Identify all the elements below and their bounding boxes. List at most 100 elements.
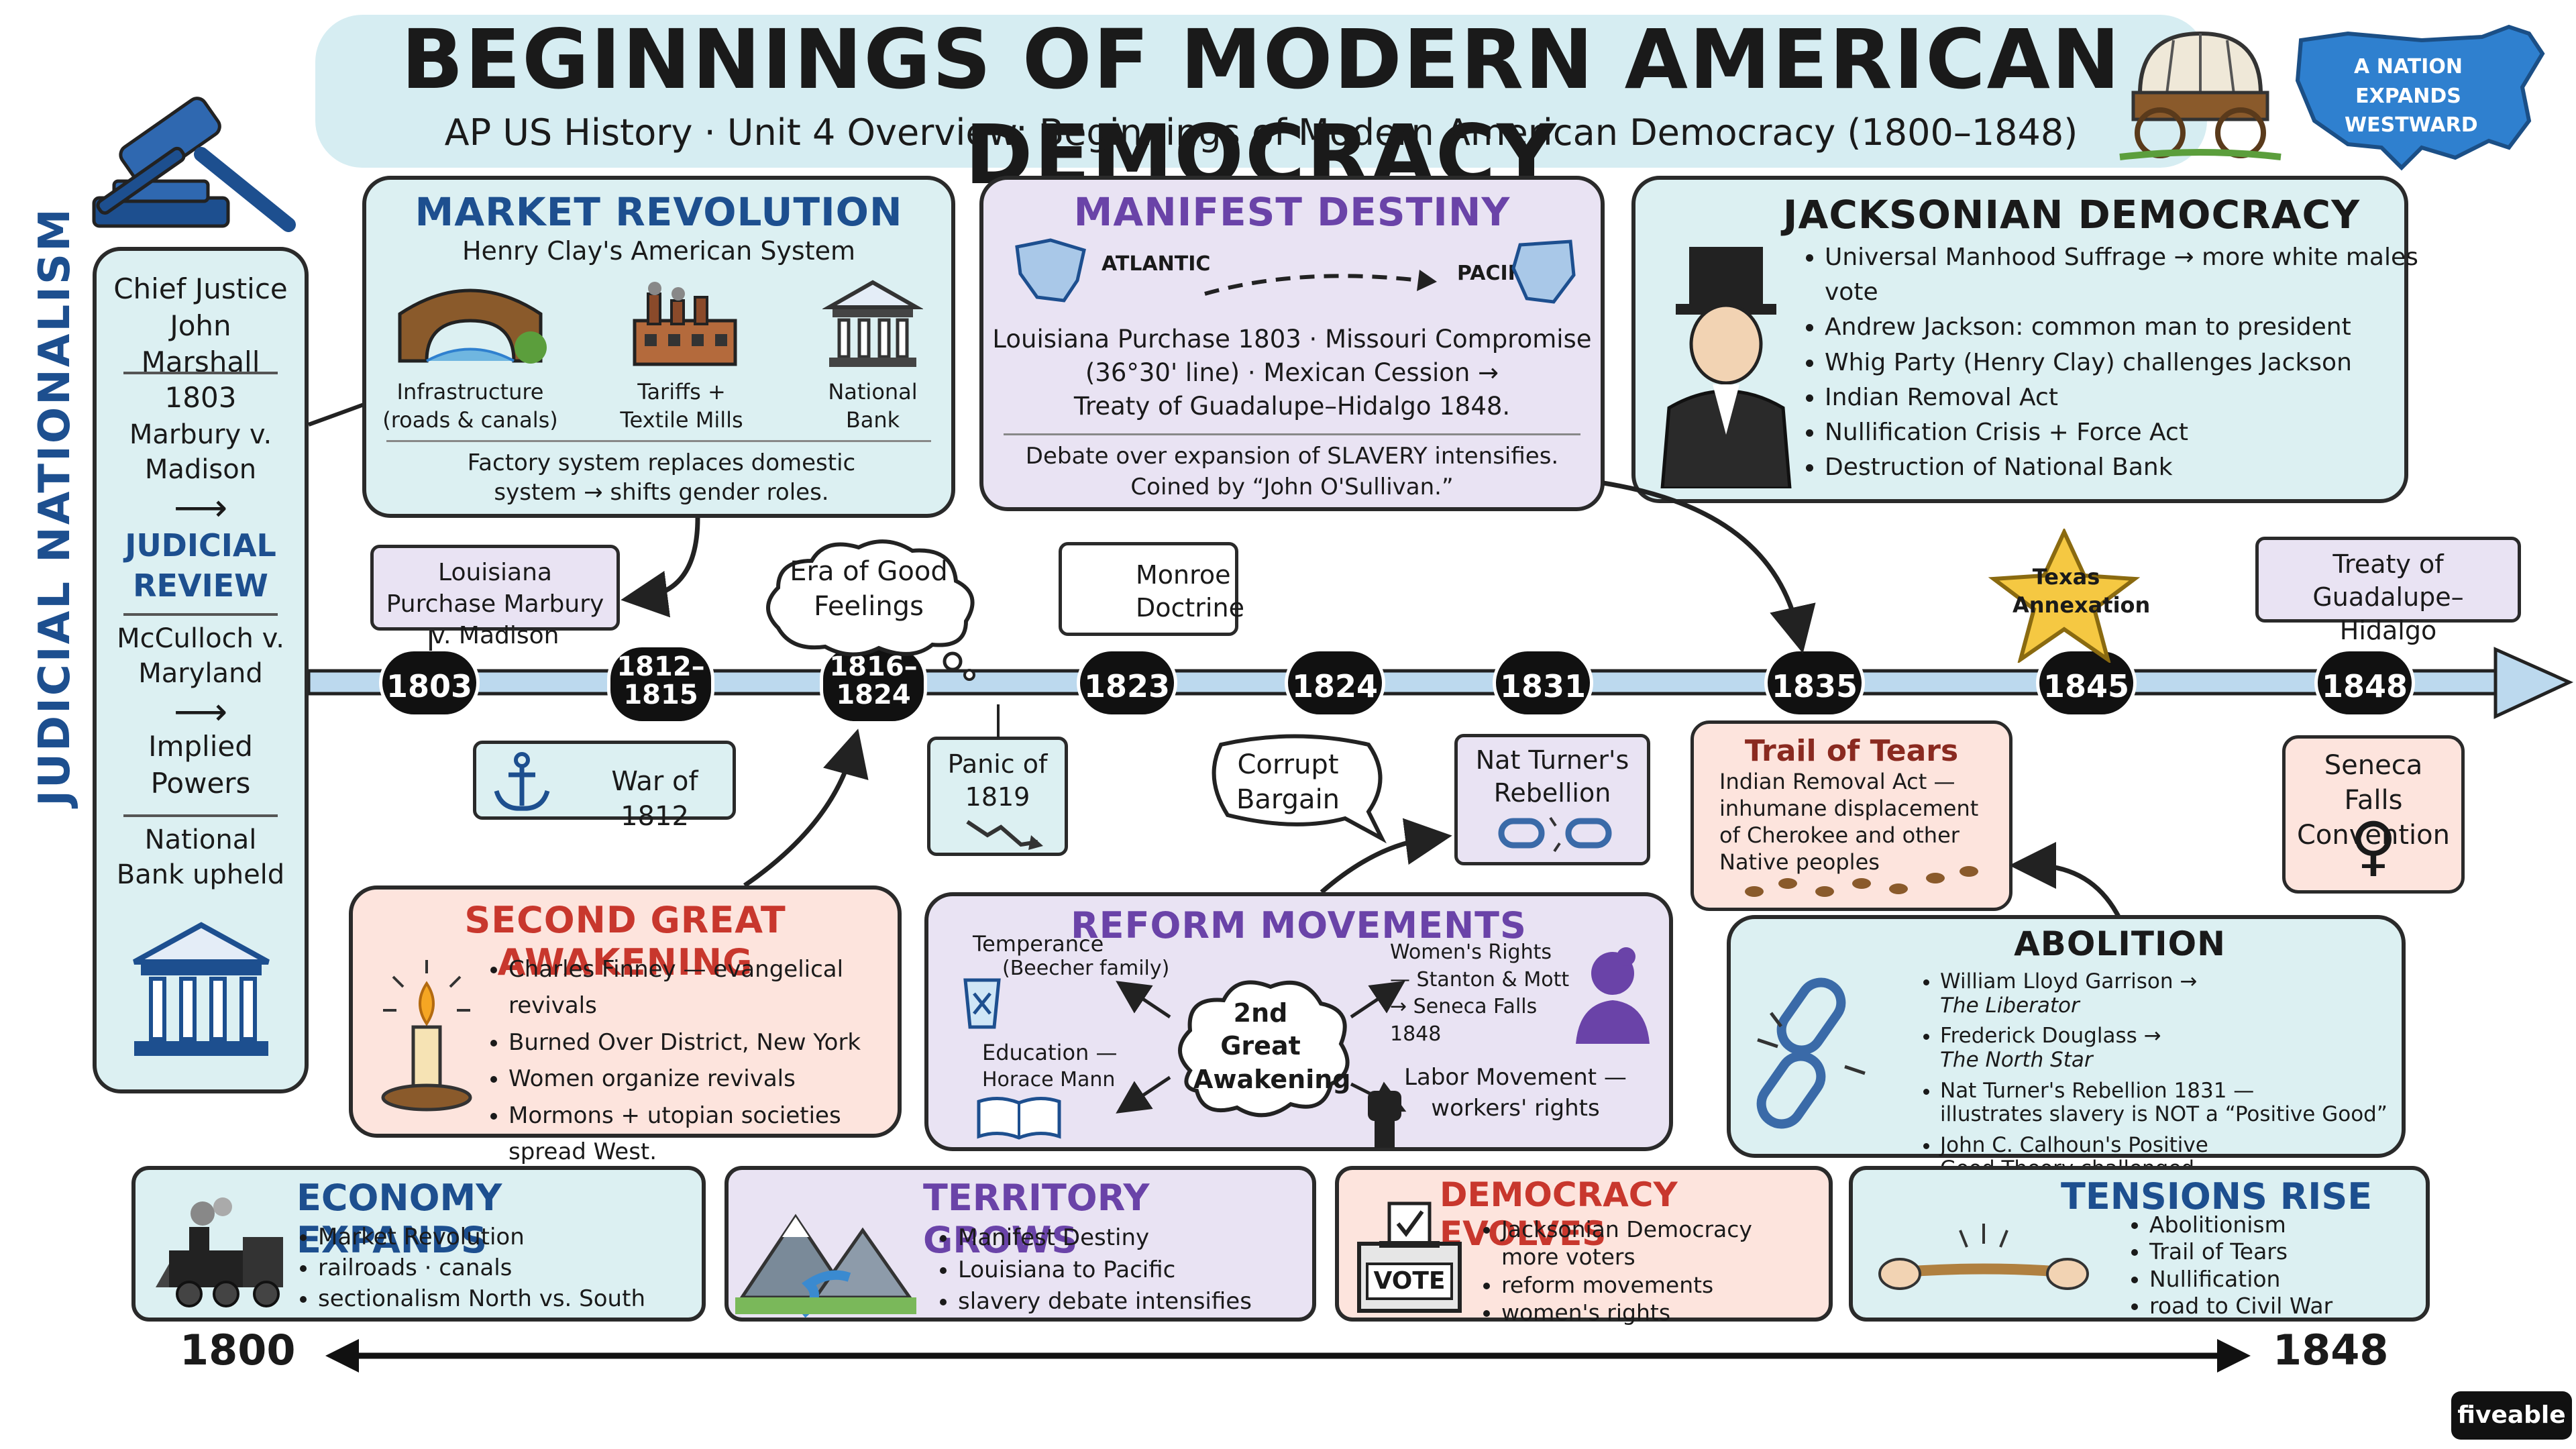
jackson-item: Andrew Jackson: common man to president <box>1825 310 2428 345</box>
democracy-list: Jacksonian Democracy more voters reform … <box>1473 1216 1850 1326</box>
trail-of-tears-panel: Trail of Tears Indian Removal Act — inhu… <box>1690 720 2012 911</box>
democracy-title: DEMOCRACY EVOLVES <box>1440 1175 1678 1253</box>
womens-rights-label: Women's Rights — Stanton & Mott → Seneca… <box>1390 941 1570 1046</box>
market-revolution-title: MARKET REVOLUTION <box>415 189 903 235</box>
glass-x-icon <box>963 978 1001 1029</box>
jackson-list: Universal Manhood Suffrage → more white … <box>1796 240 2428 485</box>
factory-icon <box>633 282 737 366</box>
footprints-icon <box>1745 866 1978 897</box>
range-end: 1848 <box>2273 1326 2389 1375</box>
east-coast-map-icon <box>1015 238 1086 303</box>
war-of-1812-text: War of 1812 <box>611 766 698 832</box>
tensions-title: TENSIONS RISE <box>2061 1175 2373 1218</box>
awakening-item: Mormons + utopian societies spread West. <box>508 1097 924 1171</box>
territory-item: slavery debate intensifies <box>958 1286 1340 1318</box>
nat-turner-label: Nat Turner's Rebellion <box>1454 734 1650 865</box>
dashed-arrow-icon <box>1204 270 1437 296</box>
speech-bubble-icon <box>1212 734 1387 844</box>
awakening-list: Charles Finney — evangelical revivals Bu… <box>480 951 924 1170</box>
jackson-item: Destruction of National Bank <box>1825 450 2428 485</box>
abolition-item: Nat Turner's Rebellion 1831 —illustrates… <box>1940 1079 2423 1127</box>
education-label: Education — <box>982 1040 1118 1065</box>
economy-title: ECONOMY EXPANDS <box>297 1177 502 1261</box>
mountains-icon <box>735 1214 916 1318</box>
star-icon <box>1988 529 2141 663</box>
education-sub: Horace Mann <box>982 1068 1116 1091</box>
treaty-guadalupe-label: Treaty of Guadalupe–Hidalgo <box>2255 537 2521 645</box>
abolition-list: William Lloyd Garrison →The Liberator Fr… <box>1912 969 2423 1181</box>
jackson-item: Whig Party (Henry Clay) challenges Jacks… <box>1825 345 2428 380</box>
market-footer: Factory system replaces domestic system … <box>467 449 856 506</box>
title-banner <box>315 15 2207 168</box>
reform-title: REFORM MOVEMENTS <box>1071 904 1527 947</box>
corrupt-bargain: Corrupt Bargain <box>1236 749 1340 815</box>
seneca-falls-label: Seneca Falls Convention ♀ <box>2282 735 2465 894</box>
manifest-footer-2: Coined by “John O'Sullivan.” <box>1130 474 1454 500</box>
manifest-line-3: Treaty of Guadalupe–Hidalgo 1848. <box>1073 392 1511 421</box>
side-title: JUDICIAL NATIONALISM <box>30 207 80 806</box>
broken-chain-icon <box>1756 977 1866 1129</box>
bridge-icon <box>398 288 547 364</box>
anchor-icon <box>494 752 550 811</box>
timeline-node-1848: 1848 <box>2314 648 2415 718</box>
covered-wagon-icon <box>2119 31 2282 160</box>
national-bank-upheld: National Bank upheld <box>116 824 285 890</box>
cloud-icon <box>1178 980 1350 1118</box>
connector-line <box>307 402 366 427</box>
seneca-falls-text: Seneca Falls Convention <box>2296 750 2450 851</box>
tensions-list: Abolitionism Trail of Tears Nullificatio… <box>2121 1212 2445 1320</box>
awakening-item: Women organize revivals <box>508 1061 924 1097</box>
democracy-item: women's rights <box>1501 1299 1850 1326</box>
labor-movement-label: Labor Movement — workers' rights <box>1404 1064 1627 1122</box>
bank-icon <box>822 280 923 367</box>
brand-badge: fiveable <box>2451 1391 2572 1440</box>
reform-center: 2nd Great Awakening <box>1193 998 1351 1094</box>
page-subtitle: AP US History · Unit 4 Overview: Beginni… <box>444 111 2078 154</box>
tug-of-war-icon <box>1878 1224 2089 1290</box>
andrew-jackson-icon <box>1660 247 1792 488</box>
territory-list: Manifest Destiny Louisiana to Pacific sl… <box>930 1222 1340 1318</box>
marshall-name: Chief Justice John Marshall <box>113 272 288 379</box>
timeline-node-1803: 1803 <box>379 648 480 718</box>
vote-label: VOTE <box>1366 1263 1453 1300</box>
marshall-case1: Marbury v. Madison <box>129 419 272 485</box>
trail-of-tears-text: Indian Removal Act — inhumane displaceme… <box>1719 769 1979 875</box>
us-map-icon <box>2295 24 2545 171</box>
jackson-item: Nullification Crisis + Force Act <box>1825 415 2428 450</box>
tensions-item: road to Civil War <box>2149 1293 2445 1320</box>
timeline-node-1845: 1845 <box>2036 648 2137 718</box>
timeline-node-1831: 1831 <box>1493 648 1593 718</box>
marshall-case1-year: 1803 <box>164 381 237 414</box>
temperance-sub: (Beecher family) <box>1002 957 1170 980</box>
democracy-item: Jacksonian Democracy more voters <box>1501 1216 1756 1271</box>
page-title: BEGINNINGS OF MODERN AMERICAN DEMOCRACY <box>400 12 2122 203</box>
economy-item: Market Revolution <box>318 1222 720 1253</box>
manifest-footer-1: Debate over expansion of SLAVERY intensi… <box>1025 443 1559 470</box>
territory-item: Louisiana to Pacific <box>958 1254 1340 1287</box>
raised-fist-icon <box>1368 1091 1401 1148</box>
infrastructure-label: Infrastructure (roads & canals) <box>382 379 558 433</box>
timeline-node-1812: 1812–1815 <box>607 644 714 724</box>
second-great-awakening-panel: SECOND GREAT AWAKENING Charles Finney — … <box>349 885 902 1165</box>
panic-of-1819-label: Panic of 1819 <box>927 737 1068 856</box>
book-icon <box>977 1097 1061 1140</box>
territory-grows-panel: TERRITORY GROWS Manifest Destiny Louisia… <box>724 1166 1316 1322</box>
temperance-label: Temperance <box>973 931 1104 957</box>
jackson-item: Universal Manhood Suffrage → more white … <box>1825 240 2428 310</box>
manifest-line-2: (36°30' line) · Mexican Cession → <box>1085 358 1499 387</box>
economy-item: sectionalism North vs. South <box>318 1284 720 1315</box>
timeline-node-1835: 1835 <box>1764 648 1865 718</box>
tensions-item: Abolitionism <box>2149 1212 2445 1238</box>
reform-movements-panel: REFORM MOVEMENTS Temperance (Beecher fam… <box>924 892 1673 1151</box>
monroe-doctrine-label: Monroe Doctrine <box>1059 542 1244 636</box>
louisiana-purchase-label: Louisiana Purchase Marbury v. Madison <box>370 545 620 649</box>
abolition-item: William Lloyd Garrison →The Liberator <box>1940 969 2423 1018</box>
implied-powers: Implied Powers <box>148 730 253 800</box>
tensions-rise-panel: TENSIONS RISE Abolitionism Trail of Tear… <box>1849 1166 2430 1322</box>
territory-item: Manifest Destiny <box>958 1222 1340 1254</box>
atlantic-label: ATLANTIC <box>1102 252 1211 276</box>
broken-chain-icon <box>1498 816 1612 853</box>
economy-item: railroads · canals <box>318 1253 720 1284</box>
map-badge-text: A NATION EXPANDS WESTWARD <box>2345 55 2478 137</box>
timeline-node-1824: 1824 <box>1285 648 1385 718</box>
